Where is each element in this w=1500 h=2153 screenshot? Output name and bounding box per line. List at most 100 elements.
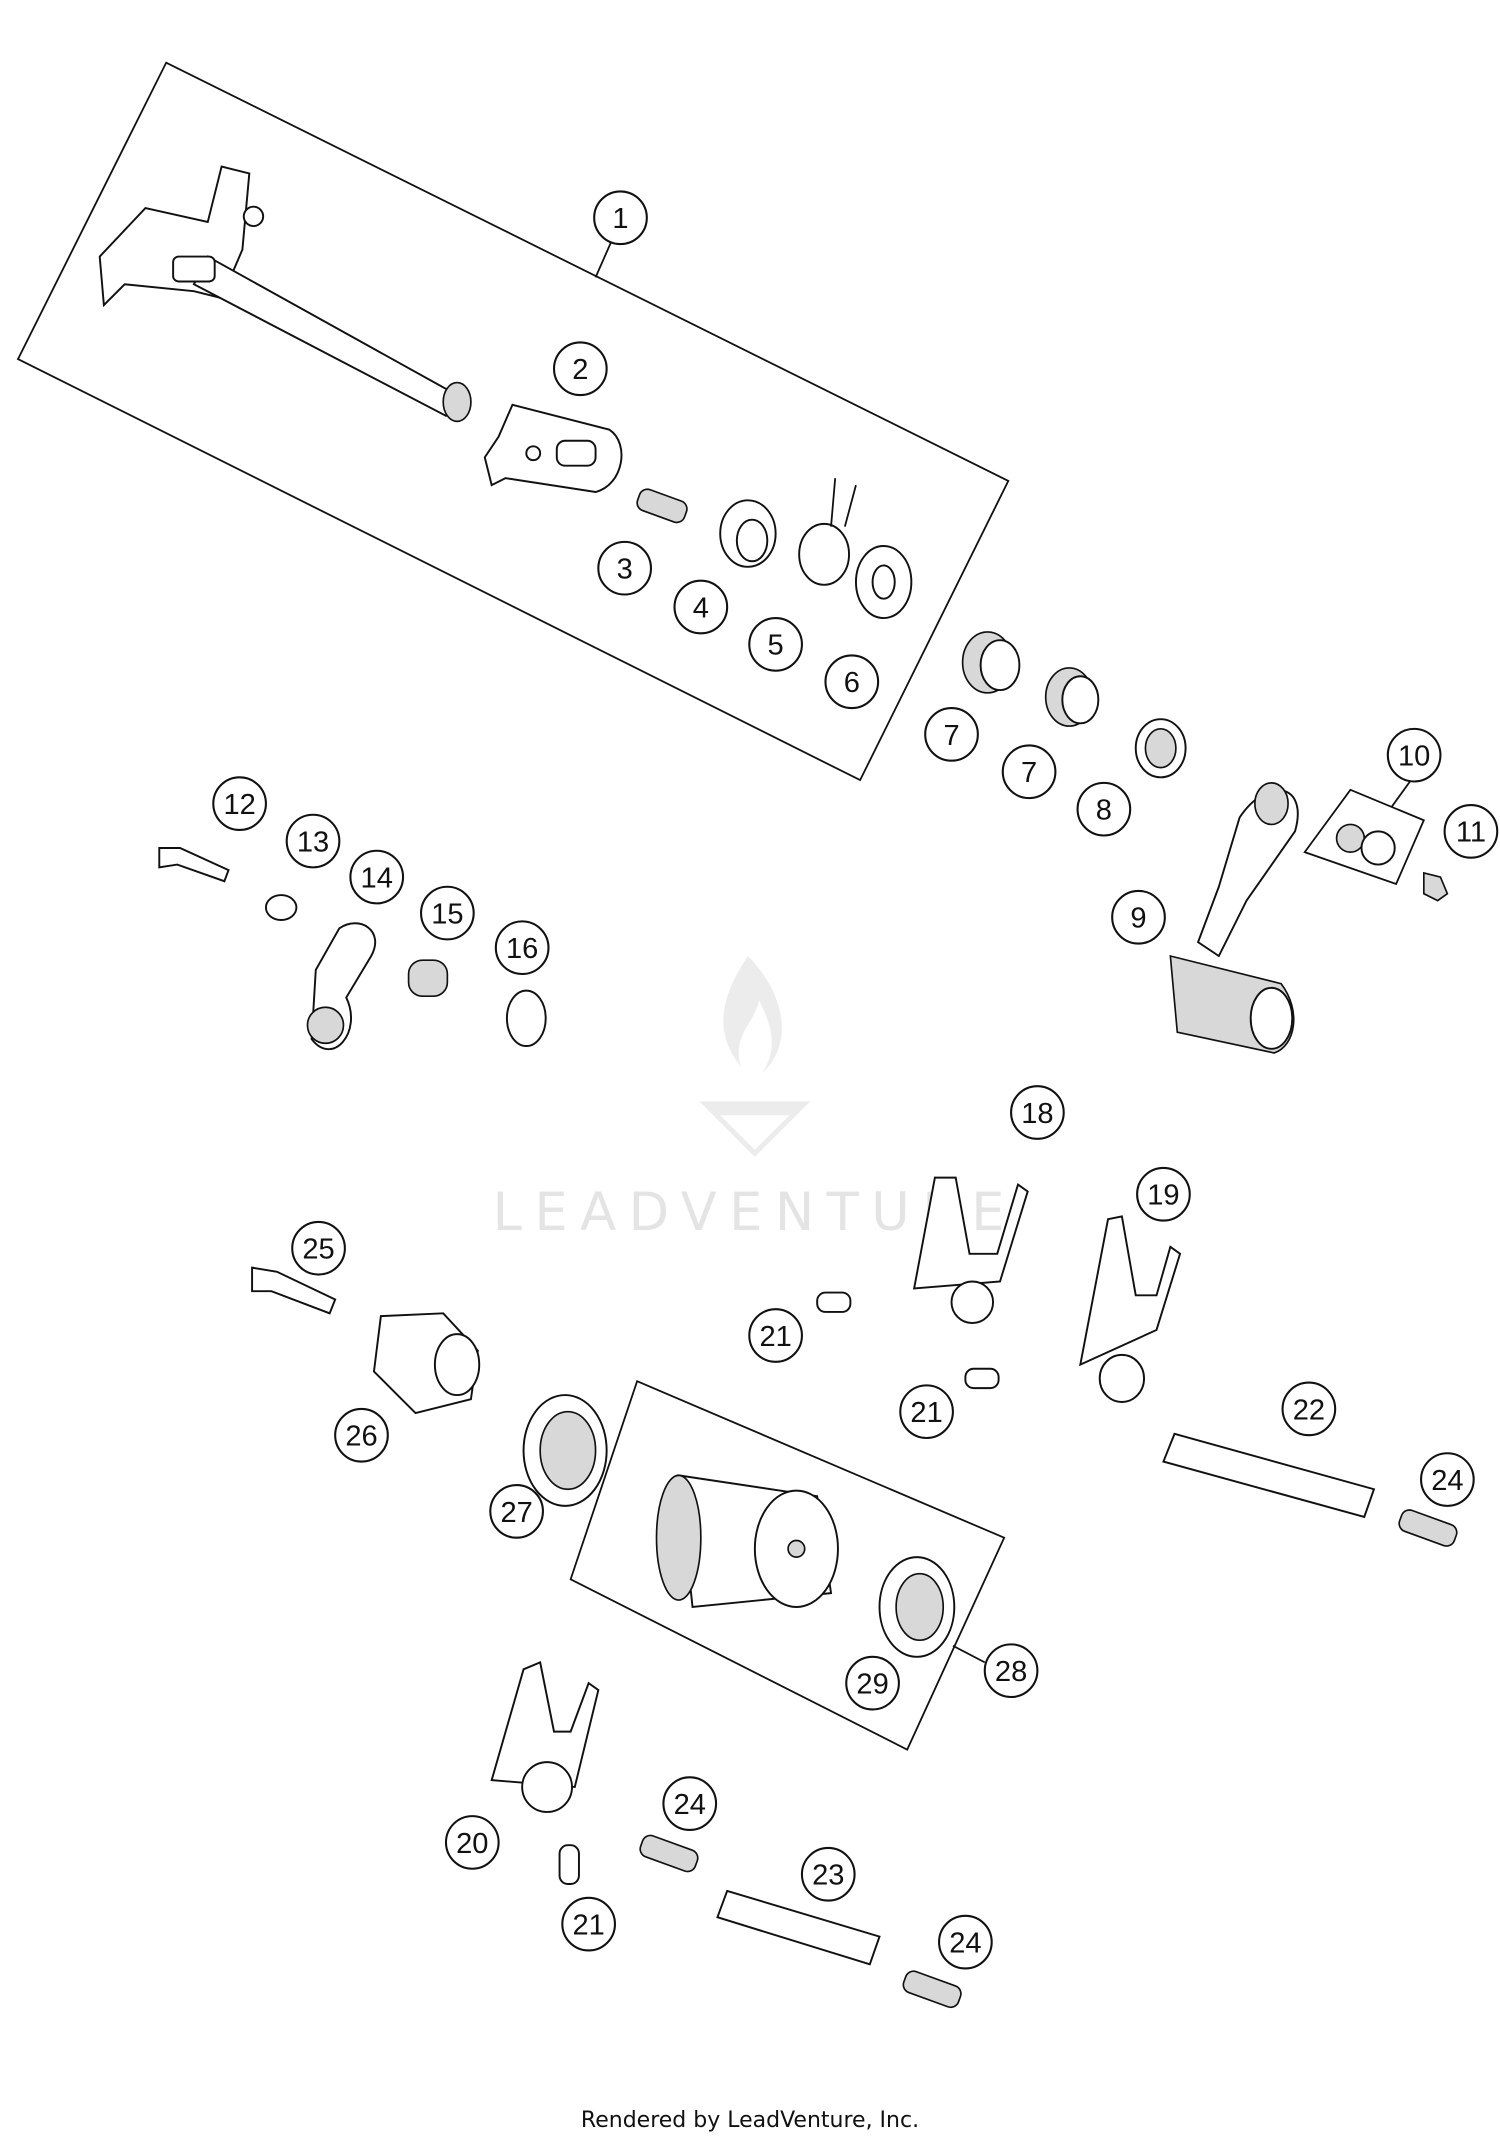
callout-23: 23 bbox=[800, 1846, 856, 1902]
callout-1: 1 bbox=[593, 190, 648, 246]
callout-24: 24 bbox=[1420, 1452, 1475, 1507]
callout-label: 24 bbox=[949, 1928, 981, 1960]
rod-23-part bbox=[716, 1889, 881, 1966]
assembly-box-28 bbox=[569, 1379, 1006, 1751]
callout-8: 8 bbox=[1076, 781, 1132, 837]
callout-7: 7 bbox=[924, 707, 979, 762]
washer-13-part bbox=[264, 894, 298, 921]
callout-circle bbox=[983, 1643, 1039, 1699]
callout-circle bbox=[824, 654, 880, 710]
watermark-text: LEADVENTURE bbox=[493, 1182, 1017, 1243]
watermark-logo: LEADVENTURE bbox=[493, 956, 1017, 1243]
spring-clip-part bbox=[798, 522, 850, 586]
callout-label: 16 bbox=[506, 933, 538, 965]
spring-24-part bbox=[1398, 1509, 1458, 1547]
roller-15-part bbox=[407, 959, 449, 997]
callout-circle bbox=[420, 885, 475, 941]
callout-label: 24 bbox=[1431, 1465, 1463, 1497]
callout-24: 24 bbox=[662, 1776, 718, 1832]
callout-circle bbox=[285, 813, 341, 869]
callout-label: 11 bbox=[1456, 817, 1486, 849]
shift-fork-19-part bbox=[1079, 1215, 1182, 1403]
leader-1 bbox=[594, 242, 612, 278]
callout-circle bbox=[444, 1815, 500, 1870]
bolt-25-part bbox=[251, 1266, 337, 1315]
callout-25: 25 bbox=[291, 1220, 346, 1276]
callout-label: 21 bbox=[759, 1321, 791, 1353]
bushing-parts bbox=[961, 631, 1187, 779]
callout-3: 3 bbox=[597, 540, 653, 596]
callout-circle bbox=[489, 1484, 544, 1539]
shift-fork-20-part bbox=[490, 1661, 600, 1813]
callout-label: 9 bbox=[1130, 903, 1146, 935]
callout-circle bbox=[593, 190, 648, 246]
callout-circle bbox=[1386, 727, 1442, 783]
callout-label: 20 bbox=[456, 1828, 488, 1860]
callout-label: 25 bbox=[302, 1234, 334, 1266]
shift-drum-part bbox=[655, 1474, 839, 1609]
footer-credit: Rendered by LeadVenture, Inc. bbox=[580, 2108, 920, 2133]
callout-circle bbox=[552, 341, 608, 397]
spring-part bbox=[636, 488, 688, 524]
callout-label: 5 bbox=[768, 630, 784, 662]
plate-part bbox=[483, 403, 623, 494]
callout-21: 21 bbox=[899, 1384, 954, 1440]
shift-lever-part bbox=[1169, 782, 1299, 1054]
callout-4: 4 bbox=[673, 579, 729, 635]
callout-circle bbox=[748, 617, 803, 672]
callout-26: 26 bbox=[334, 1407, 389, 1463]
callout-13: 13 bbox=[285, 813, 341, 869]
callout-15: 15 bbox=[420, 885, 475, 941]
callout-circle bbox=[662, 1776, 718, 1832]
callout-label: 2 bbox=[572, 354, 588, 386]
callout-label: 7 bbox=[1021, 757, 1037, 789]
callout-circle bbox=[561, 1896, 616, 1952]
spring-24-part bbox=[902, 1970, 962, 2009]
callout-18: 18 bbox=[1010, 1085, 1065, 1140]
pin-part bbox=[558, 1844, 580, 1885]
callout-circle bbox=[1443, 803, 1499, 859]
callout-label: 28 bbox=[995, 1656, 1027, 1688]
callout-circle bbox=[899, 1384, 954, 1440]
callout-circle bbox=[597, 540, 653, 596]
callout-10: 10 bbox=[1386, 727, 1442, 783]
callout-16: 16 bbox=[494, 920, 550, 976]
callout-label: 13 bbox=[297, 826, 329, 858]
callout-21: 21 bbox=[561, 1896, 616, 1952]
callout-label: 1 bbox=[612, 203, 628, 235]
callout-19: 19 bbox=[1136, 1166, 1191, 1222]
callout-label: 21 bbox=[572, 1910, 604, 1942]
callout-circle bbox=[673, 579, 729, 635]
callout-circle bbox=[1111, 889, 1166, 945]
callout-label: 3 bbox=[617, 554, 633, 586]
callout-28: 28 bbox=[983, 1643, 1039, 1699]
callout-circle bbox=[1420, 1452, 1475, 1507]
callout-9: 9 bbox=[1111, 889, 1166, 945]
callout-circle bbox=[494, 920, 550, 976]
callout-circle bbox=[800, 1846, 856, 1902]
callout-7: 7 bbox=[1001, 744, 1057, 800]
callout-label: 23 bbox=[812, 1860, 844, 1892]
callout-circle bbox=[748, 1308, 803, 1363]
shift-shaft-part bbox=[98, 165, 472, 423]
spring-24-part bbox=[639, 1834, 699, 1873]
callout-circle bbox=[349, 849, 405, 905]
callout-circle bbox=[1076, 781, 1132, 837]
callout-label: 22 bbox=[1293, 1394, 1325, 1426]
callout-5: 5 bbox=[748, 617, 803, 672]
callout-circle bbox=[1136, 1166, 1191, 1222]
bolt-part bbox=[1422, 871, 1449, 902]
rod-22-part bbox=[1162, 1432, 1376, 1519]
bolt-12-part bbox=[158, 846, 230, 883]
callout-label: 19 bbox=[1147, 1180, 1179, 1212]
assembly-box-10 bbox=[1303, 788, 1426, 886]
callout-14: 14 bbox=[349, 849, 405, 905]
callout-label: 10 bbox=[1398, 741, 1430, 773]
callout-label: 24 bbox=[674, 1789, 706, 1821]
callout-circle bbox=[334, 1407, 389, 1463]
callout-12: 12 bbox=[212, 776, 267, 832]
callout-label: 21 bbox=[910, 1397, 942, 1429]
callout-label: 18 bbox=[1021, 1098, 1053, 1130]
